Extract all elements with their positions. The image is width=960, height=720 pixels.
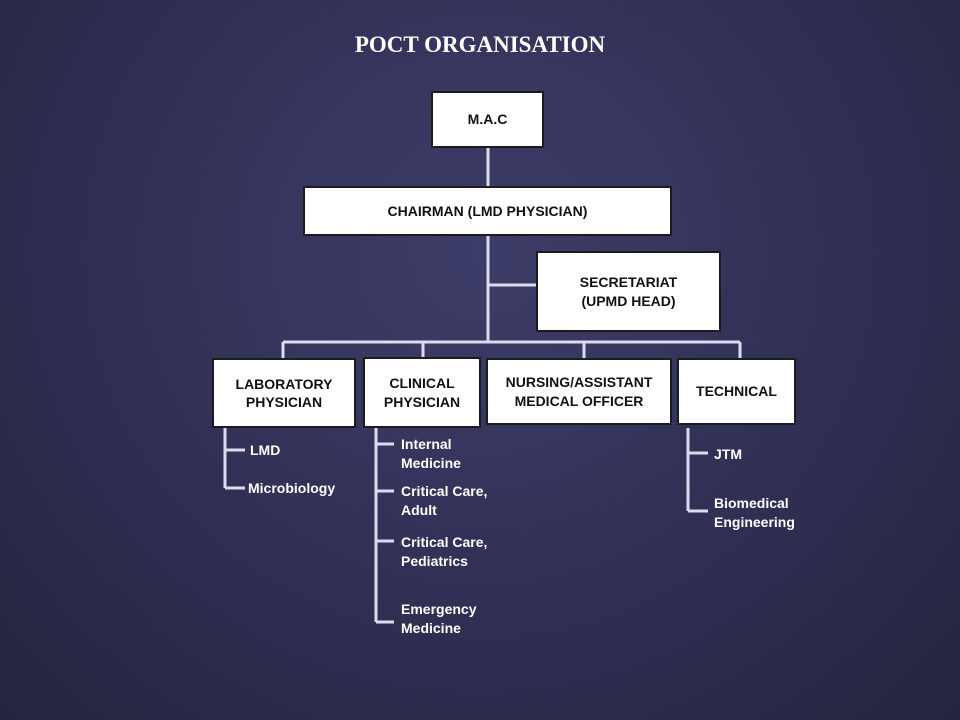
clinical-child-internal-line-1: Internal xyxy=(401,436,452,452)
node-chairman: CHAIRMAN (LMD PHYSICIAN) xyxy=(303,186,672,236)
node-clinical-physician: CLINICAL PHYSICIAN xyxy=(363,357,481,428)
clinical-child-critical-care-adult: Critical Care, Adult xyxy=(401,482,487,520)
clinical-child-cc-adult-line-1: Critical Care, xyxy=(401,483,488,499)
node-technical: TECHNICAL xyxy=(677,358,796,425)
node-secretariat-line-2: (UPMD HEAD) xyxy=(581,292,676,309)
tech-child-jtm: JTM xyxy=(714,445,742,464)
clinical-child-emergency-medicine: Emergency Medicine xyxy=(401,600,476,638)
lab-child-microbiology: Microbiology xyxy=(248,480,336,496)
node-nursing-line-2: MEDICAL OFFICER xyxy=(514,392,644,409)
tech-child-biomed-line-1: Biomedical xyxy=(714,495,789,511)
node-laboratory-line-1: LABORATORY xyxy=(235,375,333,392)
node-laboratory-physician: LABORATORY PHYSICIAN xyxy=(212,358,356,428)
clinical-child-critical-care-pediatrics: Critical Care, Pediatrics xyxy=(401,533,487,571)
slide-title: POCT ORGANISATION xyxy=(354,32,606,57)
clinical-child-cc-adult-line-2: Adult xyxy=(401,501,437,518)
node-mac-label: M.A.C xyxy=(467,111,508,128)
node-secretariat: SECRETARIAT (UPMD HEAD) xyxy=(536,251,721,332)
tech-child-biomed-line-2: Engineering xyxy=(714,513,795,530)
clinical-child-cc-peds-line-2: Pediatrics xyxy=(401,552,468,569)
clinical-child-emergency-line-1: Emergency xyxy=(401,601,477,617)
clinical-child-internal-medicine: Internal Medicine xyxy=(401,435,461,473)
tech-child-jtm-line-1: JTM xyxy=(714,446,742,462)
node-laboratory-line-2: PHYSICIAN xyxy=(245,394,323,410)
node-chairman-label: CHAIRMAN (LMD PHYSICIAN) xyxy=(387,202,588,219)
node-mac: M.A.C xyxy=(431,91,544,148)
node-nursing-line-1: NURSING/ASSISTANT xyxy=(505,374,653,391)
node-technical-label: TECHNICAL xyxy=(696,383,777,400)
clinical-child-internal-line-2: Medicine xyxy=(401,454,461,471)
node-nursing-assistant-medical-officer: NURSING/ASSISTANT MEDICAL OFFICER xyxy=(486,358,672,425)
node-secretariat-line-1: SECRETARIAT xyxy=(579,274,678,291)
clinical-child-emergency-line-2: Medicine xyxy=(401,619,461,636)
clinical-child-cc-peds-line-1: Critical Care, xyxy=(401,534,488,550)
node-clinical-line-2: PHYSICIAN xyxy=(383,393,461,410)
node-clinical-line-1: CLINICAL xyxy=(389,375,455,392)
lab-child-lmd: LMD xyxy=(250,442,281,458)
tech-child-biomedical-engineering: Biomedical Engineering xyxy=(714,494,795,532)
